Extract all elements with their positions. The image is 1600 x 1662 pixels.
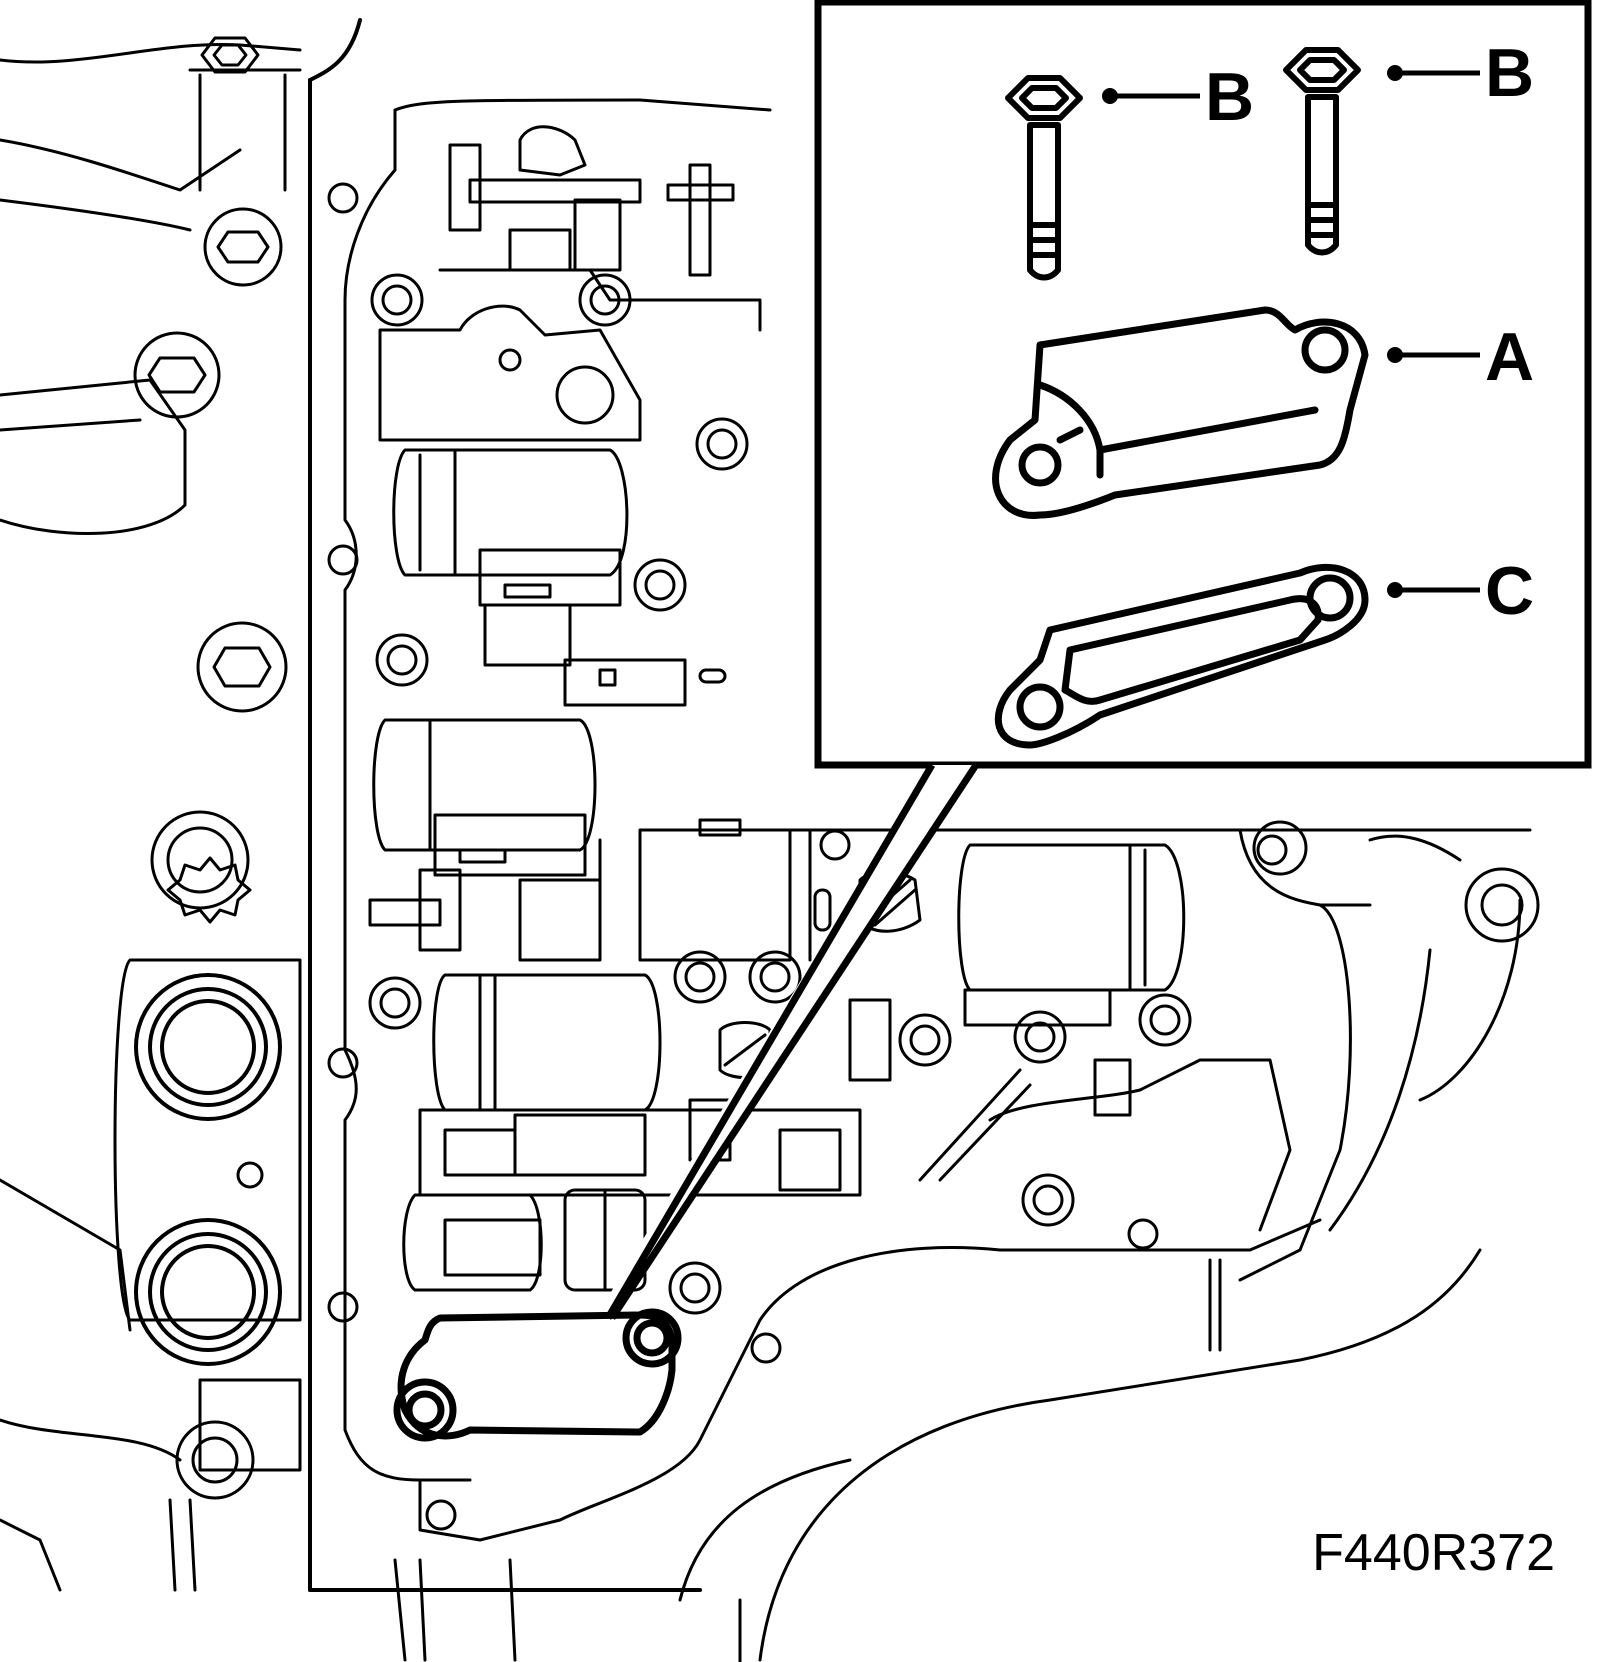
port-rings (134, 973, 282, 1366)
left-housing (0, 42, 302, 1592)
solenoid-4 (957, 843, 1186, 1117)
solenoid-3 (418, 973, 862, 1197)
housing-bolts (133, 207, 288, 1500)
right-housing (678, 820, 1540, 1662)
solenoid-2 (368, 718, 597, 952)
cover-a (992, 306, 1369, 519)
solenoid-1 (392, 448, 727, 707)
gasket-c (994, 563, 1369, 749)
callout-b1-label: B (1205, 59, 1254, 135)
callout-leaders (1102, 65, 1480, 598)
plate-holes (327, 182, 1288, 1531)
valve-body-bolts (368, 273, 1192, 1315)
solenoid-5 (402, 1188, 647, 1292)
valve-body-plate (308, 18, 702, 1592)
top-valve-parts (378, 125, 762, 442)
torx-bolt (166, 856, 252, 924)
bottom-parts (393, 1558, 742, 1662)
valve-body-outline (343, 98, 1322, 1542)
figure-code: F440R372 (1312, 1524, 1555, 1582)
installed-cover-outline (393, 1308, 682, 1442)
callout-b2-label: B (1485, 35, 1534, 111)
housing-bolt-top (200, 36, 260, 74)
callout-c-label: C (1485, 553, 1534, 629)
bolt-b2 (1283, 47, 1361, 256)
bolt-b1 (1005, 75, 1083, 281)
callout-a-label: A (1485, 319, 1534, 395)
detail-inset-frame (600, 0, 1592, 1320)
